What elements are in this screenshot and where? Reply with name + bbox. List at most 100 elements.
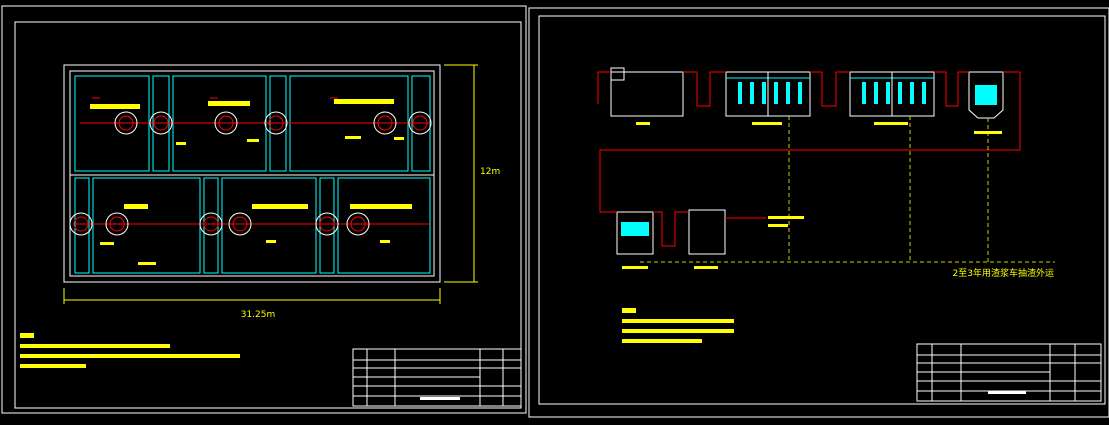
right-notes-line-1 <box>622 319 734 323</box>
manhole-12 <box>346 212 370 236</box>
caption-anoxic <box>752 122 782 125</box>
right-title-block <box>916 343 1102 402</box>
manhole-5 <box>373 111 397 135</box>
caption-grit <box>636 122 650 125</box>
left-notes-line-2 <box>20 354 240 358</box>
manhole-2 <box>149 111 173 135</box>
manhole-10 <box>228 212 252 236</box>
unit-caption-marks <box>622 122 1002 269</box>
right-sheet: 2至3年用渣浆车抽渣外运 <box>528 7 1109 418</box>
manhole-7 <box>69 212 93 236</box>
manhole-4 <box>264 111 288 135</box>
right-notes <box>622 308 734 343</box>
manhole-group <box>69 111 432 236</box>
tank-note-mark-6 <box>138 262 156 265</box>
tank-channel-bottom-1 <box>74 177 90 274</box>
tank-cell-bottom-1 <box>92 177 201 274</box>
tank-note-mark-4 <box>394 137 404 140</box>
left-notes-line-1 <box>20 344 170 348</box>
tank-label-mark-5 <box>252 204 308 209</box>
left-sheet-inner-border <box>14 21 522 409</box>
tank-label-mark-1 <box>90 104 140 109</box>
pipe-anoxic-to-aerobic <box>810 71 850 107</box>
tank-label-mark-4 <box>124 204 148 209</box>
tank-note-mark-2 <box>247 139 259 142</box>
pipe-inlet <box>597 71 611 104</box>
tank-cell-bottom-2 <box>221 177 317 274</box>
left-notes-line-3 <box>20 364 86 368</box>
manhole-6-inner <box>412 115 428 131</box>
left-sheet: 31.25m 12m <box>1 5 527 414</box>
tank-note-mark-7 <box>266 240 276 243</box>
manhole-2-inner <box>153 115 169 131</box>
left-sheet-outer-border <box>1 5 527 414</box>
caption-sed <box>974 131 1002 134</box>
caption-aerobic <box>874 122 908 125</box>
right-sheet-inner-border <box>538 15 1106 405</box>
tank-plan-outer-wall <box>63 64 441 283</box>
media-sedimentation <box>975 85 997 105</box>
tank-annotation-marks <box>90 99 412 265</box>
manhole-8 <box>105 212 129 236</box>
tank-label-mark-6 <box>350 204 412 209</box>
manhole-12-inner <box>350 216 366 232</box>
caption-outlet-2 <box>768 224 788 227</box>
dim-length-label: 31.25m <box>241 310 276 320</box>
manhole-4-inner <box>268 115 284 131</box>
caption-clear <box>694 266 718 269</box>
manhole-9 <box>199 212 223 236</box>
right-notes-line-2 <box>622 329 734 333</box>
caption-sludge <box>622 266 648 269</box>
left-title-block <box>352 348 522 407</box>
manhole-11 <box>315 212 339 236</box>
process-units <box>610 67 1004 255</box>
pipe-aerobic-to-sed <box>934 71 969 107</box>
media-sludge <box>621 222 649 236</box>
unit-grit-tank <box>610 71 684 117</box>
manhole-9-inner <box>203 216 219 232</box>
right-title-block-mark <box>988 391 1026 394</box>
manhole-1 <box>114 111 138 135</box>
right-notes-line-3 <box>622 339 702 343</box>
manhole-11-inner <box>319 216 335 232</box>
unit-media <box>621 82 997 236</box>
caption-outlet-1 <box>768 216 804 219</box>
tank-channel-bottom-2 <box>203 177 219 274</box>
dim-width-label: 12m <box>480 167 500 177</box>
sludge-return-lines <box>640 116 1055 263</box>
tank-note-mark-8 <box>380 240 390 243</box>
pipe-sludge-to-clear <box>653 211 689 247</box>
tank-channel-bottom-3 <box>319 177 335 274</box>
right-notes-heading-mark <box>622 308 636 313</box>
manhole-3-inner <box>218 115 234 131</box>
tank-plan <box>63 64 441 283</box>
manhole-8-inner <box>109 216 125 232</box>
tank-label-mark-2 <box>208 101 250 106</box>
left-notes <box>20 333 240 368</box>
tank-note-mark-3 <box>345 136 361 139</box>
tank-note-mark-5 <box>100 242 114 245</box>
unit-clear-water-tank <box>688 209 726 255</box>
manhole-5-inner <box>377 115 393 131</box>
sludge-disposal-label: 2至3年用渣浆车抽渣外运 <box>953 267 1054 279</box>
media-1 <box>738 82 742 104</box>
process-pipes <box>597 71 1021 247</box>
manhole-7-inner <box>73 216 89 232</box>
manhole-6 <box>408 111 432 135</box>
tank-label-mark-3 <box>334 99 394 104</box>
manhole-1-inner <box>118 115 134 131</box>
unit-sludge-tank <box>616 211 654 255</box>
tank-note-mark-1 <box>176 142 186 145</box>
tank-cell-bottom-3 <box>337 177 431 274</box>
tank-plan-inner-wall <box>69 70 435 277</box>
manhole-3 <box>214 111 238 135</box>
manhole-10-inner <box>232 216 248 232</box>
pipe-grit-to-anoxic <box>683 71 726 107</box>
left-title-block-mark <box>420 397 460 400</box>
left-notes-heading-mark <box>20 333 34 338</box>
right-sheet-outer-border <box>528 7 1109 418</box>
dimension-lines <box>63 64 478 304</box>
unit-grit-screen <box>610 67 625 81</box>
pipe-sed-to-sludge <box>599 71 1021 213</box>
